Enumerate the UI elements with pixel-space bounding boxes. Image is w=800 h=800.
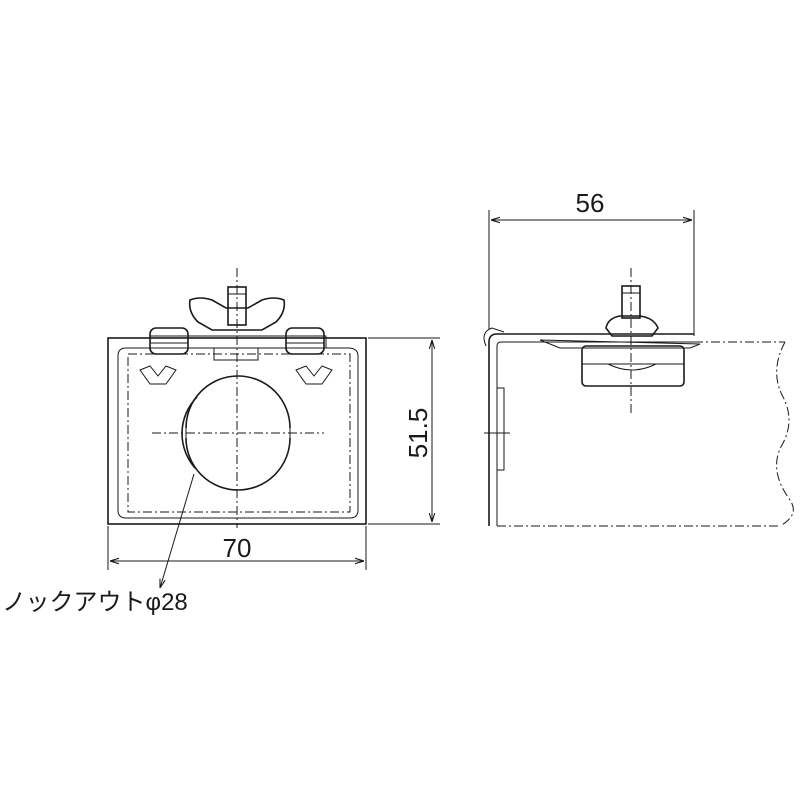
front-plate-inner-edge: [117, 347, 359, 519]
front-centerline-frame: [127, 353, 351, 513]
knockout-label: ノックアウトφ28: [2, 589, 188, 616]
right-wing-clip: [295, 365, 333, 385]
side-clamp-slot: [607, 363, 657, 371]
break-line: [776, 341, 794, 527]
bracket-profile-inner: [496, 341, 694, 526]
depth-dimension-label: 56: [576, 188, 605, 218]
stud-nut: [213, 347, 259, 361]
right-clamp-block: [285, 327, 325, 355]
height-dimension-label: 51.5: [403, 408, 433, 459]
front-view: 70 51.5 ノックアウトφ28: [2, 268, 440, 616]
bracket-profile: [488, 333, 694, 526]
knockout-circle-top: [185, 375, 291, 429]
side-clamp-top: [539, 339, 701, 349]
side-clamp-block: [581, 345, 685, 387]
knockout-leader: [160, 473, 195, 588]
threaded-stud: [227, 286, 247, 326]
knockout-circle-bottom: [185, 437, 291, 491]
side-view: 56: [483, 188, 794, 527]
side-wing-nut: [605, 315, 659, 337]
side-plate-edge: [496, 387, 505, 471]
bracket-hook: [483, 327, 505, 347]
width-dimension-label: 70: [223, 533, 252, 563]
wing-nut: [188, 297, 286, 331]
left-wing-clip: [139, 365, 177, 385]
left-clamp-block: [149, 327, 189, 355]
